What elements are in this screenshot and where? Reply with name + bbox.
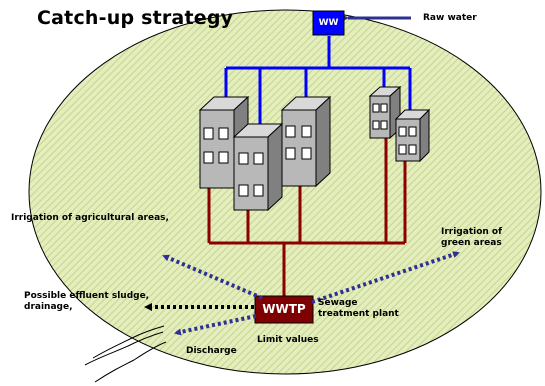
diagram-title: Catch-up strategy xyxy=(37,7,234,29)
wwtp-label: WWTP xyxy=(262,302,306,316)
raw-water-label: Raw water xyxy=(423,13,477,23)
ww-label: WW xyxy=(318,18,339,28)
arrow-irrigation-green xyxy=(311,251,460,304)
building-2 xyxy=(232,122,284,212)
arrow-discharge xyxy=(174,314,257,336)
irrigation-agri-label: Irrigation of agricultural areas, xyxy=(11,213,169,223)
sludge-label: Possible effluent sludge, drainage, xyxy=(24,291,150,312)
sewer-network xyxy=(207,137,407,296)
ww-box xyxy=(312,10,345,36)
sewage-plant-label: Sewage treatment plant xyxy=(318,298,399,319)
limit-values-label: Limit values xyxy=(257,335,319,345)
wwtp-box xyxy=(254,295,314,324)
irrigation-green-label: Irrigation of green areas xyxy=(441,227,503,248)
building-3 xyxy=(280,95,332,188)
water-waves xyxy=(84,325,167,383)
discharge-label: Discharge xyxy=(186,346,237,356)
building-5 xyxy=(394,108,431,163)
water-supply-network xyxy=(224,36,412,128)
catchment-area xyxy=(28,9,542,375)
